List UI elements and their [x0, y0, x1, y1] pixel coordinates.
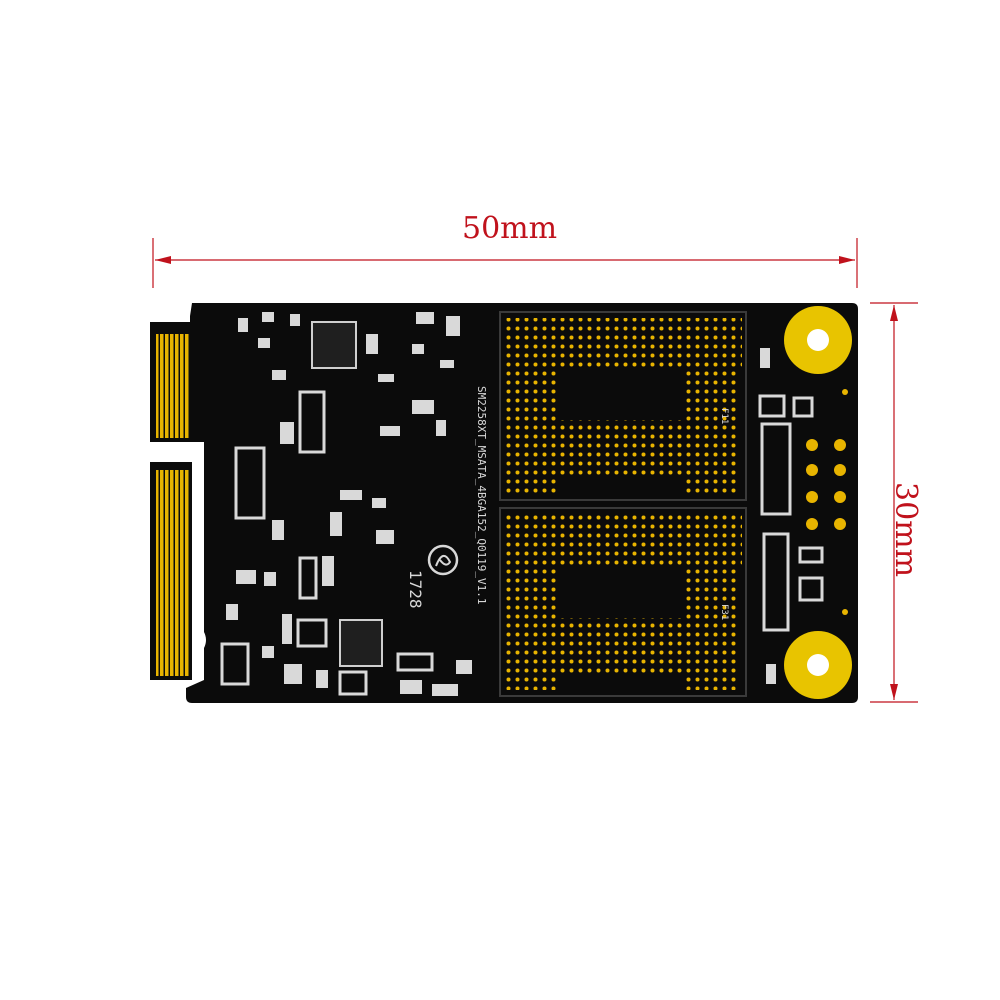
mounting-hole-top [784, 306, 852, 374]
width-dimension-line [152, 238, 858, 288]
date-code-label: 1728 [406, 570, 425, 609]
width-dimension-label: 50mm [462, 211, 558, 246]
height-dimension-line [870, 302, 918, 703]
smd-components [220, 312, 824, 696]
test-pads [806, 389, 848, 615]
mounting-hole-bottom [784, 631, 852, 699]
chip-label-bottom: F31 [719, 604, 729, 620]
chip-label-top: F11 [719, 408, 729, 424]
nand-footprint-top [499, 311, 747, 501]
edge-contacts-upper [156, 334, 190, 438]
edge-contacts-lower [156, 470, 190, 676]
board-model-label: SM2258XT_MSATA_4BGA152_Q0119_V1.1 [475, 386, 488, 605]
nand-footprint-bottom [499, 507, 747, 697]
brand-logo [427, 544, 459, 576]
